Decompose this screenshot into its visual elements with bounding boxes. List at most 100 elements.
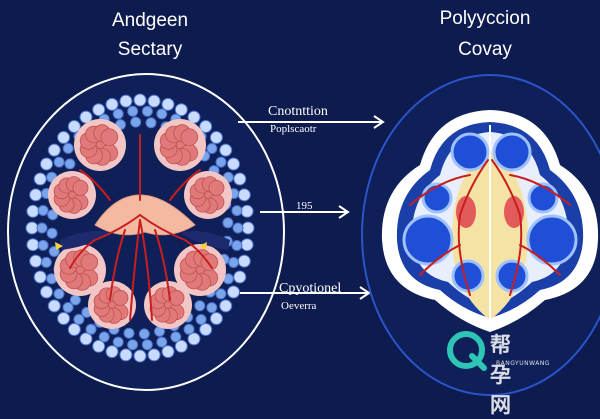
- left-bubble: [170, 331, 182, 343]
- left-bubble: [215, 288, 227, 300]
- left-bubble: [187, 332, 201, 346]
- right-follicles: [402, 132, 578, 293]
- left-lobe-cell: [168, 289, 185, 306]
- left-bubble: [233, 270, 247, 284]
- leader-arrows: [238, 115, 385, 300]
- left-bubble: [209, 312, 223, 325]
- left-bubble: [29, 188, 43, 202]
- left-bubble: [57, 312, 71, 325]
- left-lobe-cell: [180, 128, 199, 147]
- left-bubble: [233, 172, 247, 186]
- arrow-top-head: [373, 115, 385, 129]
- left-bubble: [105, 345, 119, 359]
- left-lobe-cell: [72, 179, 89, 196]
- left-bubble: [161, 345, 175, 359]
- follicle-top-right: [492, 132, 532, 172]
- left-bubble: [92, 103, 106, 117]
- left-bubble: [37, 205, 49, 216]
- left-bubble: [231, 205, 243, 217]
- left-bubble: [92, 339, 106, 353]
- watermark-chinese: 帮孕网: [490, 333, 512, 417]
- right-organ-illustration: [361, 74, 600, 396]
- left-bubble: [133, 349, 147, 363]
- left-bubble: [232, 222, 244, 234]
- left-bubble: [67, 323, 81, 336]
- follicle-left-large: [402, 214, 454, 266]
- left-bubble: [161, 97, 175, 111]
- left-lobe-cell: [112, 289, 129, 306]
- left-bubble: [119, 348, 133, 362]
- left-bubble: [237, 254, 251, 268]
- watermark-ring: [447, 331, 485, 369]
- left-bubble: [199, 120, 213, 133]
- follicle-mid-right: [527, 182, 559, 214]
- left-bubble: [145, 117, 157, 129]
- left-bubble: [206, 143, 218, 154]
- left-bubble: [241, 221, 255, 235]
- right-title: Polyyccion Covay: [410, 8, 560, 62]
- left-bubble: [36, 222, 48, 234]
- watermark-tail: [469, 353, 487, 371]
- illustration: [7, 73, 600, 396]
- right-yellow-marker: [199, 242, 207, 250]
- left-bubble: [33, 270, 47, 284]
- watermark-logo: [447, 331, 487, 371]
- left-bubble: [174, 339, 188, 353]
- follicle-mid-left: [421, 182, 453, 214]
- left-bubble: [240, 204, 254, 218]
- left-bubble: [147, 94, 161, 108]
- right-title-line1: Polyyccion: [439, 8, 531, 29]
- left-organ-illustration: [7, 73, 285, 391]
- left-bubble: [130, 116, 142, 128]
- left-bubble: [156, 336, 168, 348]
- left-bubble: [147, 348, 161, 362]
- left-center-body: [94, 194, 196, 236]
- left-vessels: [69, 134, 213, 321]
- left-bubble: [79, 332, 93, 346]
- left-bubble: [98, 331, 110, 343]
- left-bubble: [73, 313, 85, 325]
- diagram-canvas: Andgeen Sectary Polyyccion Covay Cnotntt…: [7, 8, 600, 417]
- left-bubble: [194, 300, 206, 312]
- left-bubble: [174, 103, 188, 117]
- follicle-top-left: [450, 132, 490, 172]
- right-red-oval-left: [456, 196, 476, 228]
- arrow-bottom-head: [359, 286, 371, 300]
- left-bubble: [219, 299, 233, 313]
- left-bubble: [67, 120, 81, 133]
- left-lobe-cell: [208, 179, 225, 196]
- left-lobe-cell: [100, 128, 119, 147]
- left-bubble: [222, 217, 234, 229]
- left-bubble: [40, 256, 52, 268]
- left-bubble: [127, 105, 139, 117]
- left-bubble: [40, 157, 53, 171]
- left-bubble: [85, 323, 97, 335]
- left-lobe-clusters: [48, 119, 232, 329]
- left-bubble: [237, 188, 251, 202]
- left-bubble: [133, 93, 147, 107]
- left-bubble: [219, 143, 233, 157]
- left-duct-left: [60, 231, 110, 250]
- left-bubble: [227, 157, 240, 171]
- left-bubble: [105, 97, 119, 111]
- left-bubble: [112, 108, 124, 120]
- left-bubble: [26, 238, 40, 252]
- right-vessels: [409, 159, 571, 296]
- watermark-english: BANGYUNWANG: [496, 360, 550, 367]
- left-bubble: [127, 339, 139, 351]
- left-bubble: [156, 108, 168, 120]
- arrow-middle-head: [338, 205, 350, 219]
- left-bubble: [215, 156, 227, 168]
- left-duct-right: [180, 231, 230, 250]
- label-top-main: Cnotnttion: [268, 104, 328, 119]
- left-bubble: [199, 323, 213, 336]
- left-bubble: [40, 285, 53, 299]
- label-bottom-sub: Oeverra: [281, 300, 317, 312]
- left-bubble: [47, 209, 59, 221]
- left-bubble: [228, 257, 240, 268]
- label-top-sub: Poplscaotr: [270, 123, 317, 135]
- left-bubble: [112, 336, 124, 348]
- left-yellow-marker: [55, 242, 63, 250]
- left-bubble: [26, 204, 40, 218]
- left-bubble: [62, 142, 74, 154]
